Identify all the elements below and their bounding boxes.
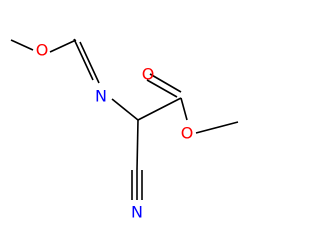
bond-oxygen-methine — [49, 39, 77, 53]
nitrile-nitrogen-label: N — [131, 203, 143, 222]
bond-carbonyl-ester-oxygen — [180, 97, 188, 121]
bond-alpha-carbonyl-carbon — [137, 97, 182, 121]
methoxy-oxygen-label: O — [36, 41, 49, 60]
chemical-structure: O N O O N — [10, 38, 239, 222]
carbonyl-oxygen-label: O — [142, 65, 155, 84]
imine-nitrogen-label: N — [95, 87, 107, 106]
bond-alpha-nitrile-carbon — [136, 119, 139, 171]
bond-carbonyl-double-b — [149, 73, 182, 93]
bond-methyl-oxygen — [10, 39, 34, 51]
bond-ester-oxygen-methyl — [195, 121, 239, 134]
ester-oxygen-label: O — [181, 124, 194, 143]
bond-methine-imine-double-a — [73, 38, 94, 81]
bond-methine-imine-double-b — [79, 41, 100, 84]
bond-imine-alpha-carbon — [111, 98, 139, 121]
bond-carbonyl-double-a — [146, 79, 178, 98]
